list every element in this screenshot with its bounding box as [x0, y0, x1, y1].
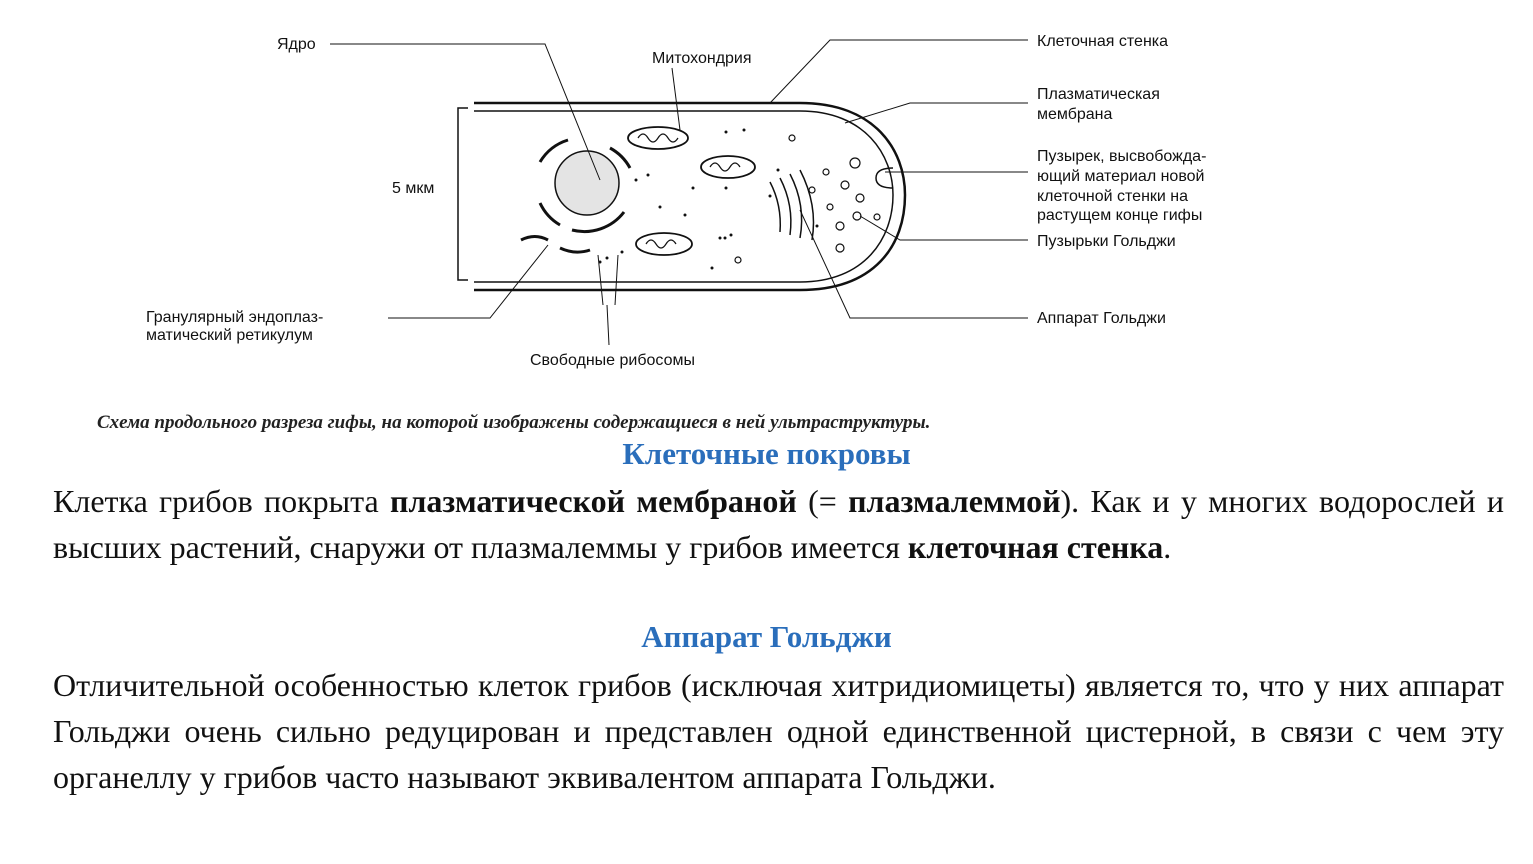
nucleus-shape	[554, 150, 620, 216]
label-nucleus: Ядро	[277, 36, 316, 53]
mitochondrion-3	[635, 232, 693, 256]
text-run: .	[1163, 529, 1172, 565]
bold-term-plasmalemma: плазмалеммой	[848, 483, 1061, 519]
label-er-1: Гранулярный эндоплаз-	[146, 309, 323, 326]
text-run: (=	[796, 483, 849, 519]
label-scale: 5 мкм	[392, 180, 434, 197]
label-vesicle-2: ющий материал новой	[1037, 168, 1204, 185]
plasma-membrane-outline	[474, 110, 894, 283]
label-golgi-vesicles: Пузырьки Гольджи	[1037, 233, 1176, 250]
heading-golgi: Аппарат Гольджи	[641, 619, 892, 654]
label-ribosomes: Свободные рибосомы	[530, 352, 695, 369]
hypha-diagram: Ядро Митохондрия Клеточная стенка Плазма…	[146, 33, 1206, 369]
paragraph-cell-cover: Клетка грибов покрыта плазматической мем…	[53, 478, 1504, 570]
text-run: Клетка грибов покрыта	[53, 483, 391, 519]
bold-term-cell-wall: клеточная стенка	[907, 529, 1164, 565]
text-run: ). Как и у многих водорослей и высших ра…	[53, 483, 1505, 565]
mitochondrion-1	[627, 126, 689, 150]
label-vesicle-4: растущем конце гифы	[1037, 207, 1202, 224]
scale-bracket	[457, 107, 468, 281]
granular-er	[520, 235, 549, 242]
figure-caption: Схема продольного разреза гифы, на котор…	[97, 412, 931, 433]
mitochondrion-2	[700, 155, 756, 179]
paragraph-golgi: Отличительной особенностью клеток грибов…	[53, 667, 1504, 795]
label-vesicle-3: клеточной стенки на	[1037, 188, 1188, 205]
bold-term-plasma-membrane: плазматической мембраной	[390, 483, 797, 519]
label-cell-wall: Клеточная стенка	[1037, 33, 1168, 50]
label-mitochondrion: Митохондрия	[652, 50, 752, 67]
label-er-2: матический ретикулум	[146, 327, 313, 344]
cell-wall-outline	[474, 101, 907, 292]
label-golgi-apparatus: Аппарат Гольджи	[1037, 310, 1166, 327]
label-vesicle-1: Пузырек, высвобожда-	[1037, 148, 1206, 165]
heading-cell-cover: Клеточные покровы	[622, 436, 911, 471]
golgi-stack	[769, 181, 782, 233]
label-plasma-membrane-2: мембрана	[1037, 106, 1113, 123]
label-plasma-membrane-1: Плазматическая	[1037, 86, 1160, 103]
